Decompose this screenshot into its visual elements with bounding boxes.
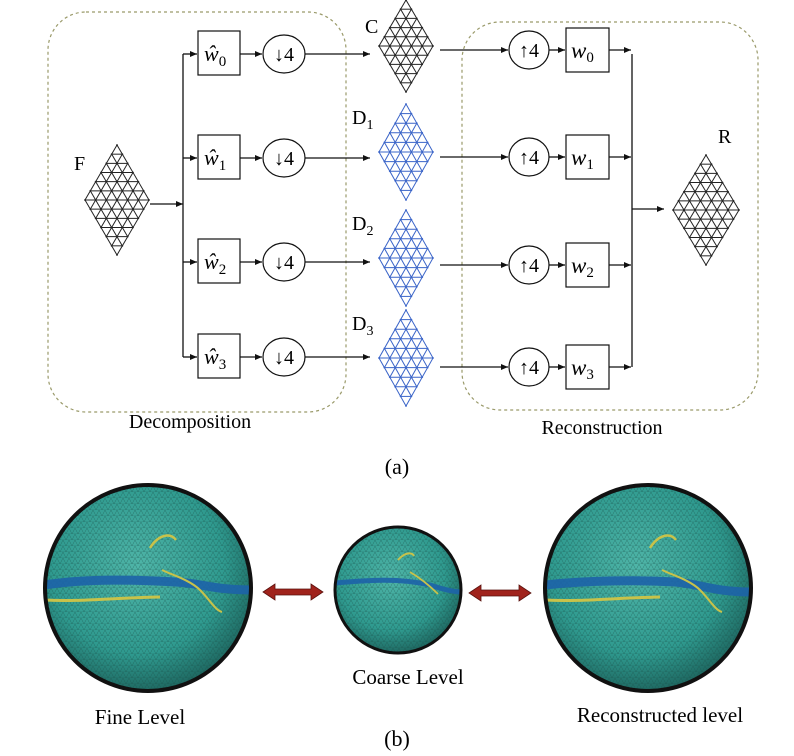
output-label-r: R <box>718 126 732 148</box>
upsample-label-3: ↑4 <box>519 357 539 379</box>
downsample-label-2: ↓4 <box>274 252 294 274</box>
analysis-filter-label-1: ŵ1 <box>204 145 226 174</box>
coefficient-mesh-3 <box>378 309 434 407</box>
synthesis-filter-label-0: w0 <box>571 38 594 66</box>
sphere-reconstructed-label: Reconstructed level <box>577 703 743 727</box>
synthesis-row-2: ↑4 w2 <box>440 242 631 288</box>
analysis-rows: ŵ0 ↓4 ŵ1 ↓4 ŵ2 ↓4 ŵ3 ↓4 <box>183 30 370 379</box>
synthesis-filter-label-2: w2 <box>571 253 594 281</box>
coefficient-mesh-2 <box>378 209 434 307</box>
coefficient-label-1: D1 <box>352 107 373 133</box>
downsample-label-0: ↓4 <box>274 44 294 66</box>
coefficient-mesh-0 <box>378 0 434 93</box>
sphere-coarse-label: Coarse Level <box>352 665 464 689</box>
input-mesh-grid <box>84 144 150 256</box>
sphere-fine-label: Fine Level <box>95 705 186 729</box>
upsample-label-0: ↑4 <box>519 40 539 62</box>
reconstruction-group-border <box>461 21 759 411</box>
analysis-row-2: ŵ2 ↓4 <box>183 238 370 284</box>
double-arrow-right <box>468 584 532 602</box>
analysis-filter-box-0 <box>197 30 241 76</box>
analysis-row-1: ŵ1 ↓4 <box>183 134 370 180</box>
downsample-label-1: ↓4 <box>274 148 294 170</box>
synthesis-filter-label-1: w1 <box>571 145 594 173</box>
analysis-filter-box-3 <box>197 333 241 379</box>
synthesis-row-0: ↑4 w0 <box>440 27 631 73</box>
sphere-reconstructed-level <box>543 483 753 693</box>
upsample-label-2: ↑4 <box>519 255 539 277</box>
synthesis-row-3: ↑4 w3 <box>440 344 631 390</box>
synthesis-row-1: ↑4 w1 <box>440 134 631 180</box>
coefficient-label-0: C <box>365 16 378 38</box>
sphere-fine-level <box>43 483 253 693</box>
analysis-row-0: ŵ0 ↓4 <box>183 30 370 76</box>
upsample-label-1: ↑4 <box>519 147 539 169</box>
split-connector <box>150 54 184 357</box>
panel-b: Fine Level Coarse Level <box>43 483 753 751</box>
analysis-filter-label-3: ŵ3 <box>204 344 226 373</box>
coefficient-mesh-1 <box>378 103 434 201</box>
analysis-filter-label-0: ŵ0 <box>204 41 226 70</box>
output-mesh-grid <box>672 154 740 266</box>
synthesis-filter-label-3: w3 <box>571 355 594 383</box>
merge-connector <box>631 54 664 367</box>
analysis-filter-box-1 <box>197 134 241 180</box>
coefficient-label-2: D2 <box>352 213 373 239</box>
sphere-coarse-level <box>333 525 463 655</box>
decomposition-label: Decomposition <box>129 411 251 433</box>
caption-b: (b) <box>384 726 410 751</box>
analysis-filter-label-2: ŵ2 <box>204 249 226 278</box>
decomposition-group-border <box>47 11 347 413</box>
analysis-filter-box-2 <box>197 238 241 284</box>
synthesis-filter-box-1 <box>565 134 610 180</box>
input-mesh-f <box>84 144 150 256</box>
downsample-label-3: ↓4 <box>274 347 294 369</box>
caption-a: (a) <box>385 454 409 479</box>
reconstruction-label: Reconstruction <box>541 417 662 439</box>
coefficient-label-3: D3 <box>352 313 373 339</box>
output-mesh-r <box>672 154 740 266</box>
synthesis-rows: ↑4 w0 ↑4 w1 ↑4 w2 ↑4 w3 <box>440 27 631 390</box>
double-arrow-left <box>262 583 324 601</box>
analysis-row-3: ŵ3 ↓4 <box>183 333 370 379</box>
synthesis-filter-box-0 <box>565 27 610 73</box>
input-label-f: F <box>74 153 85 175</box>
